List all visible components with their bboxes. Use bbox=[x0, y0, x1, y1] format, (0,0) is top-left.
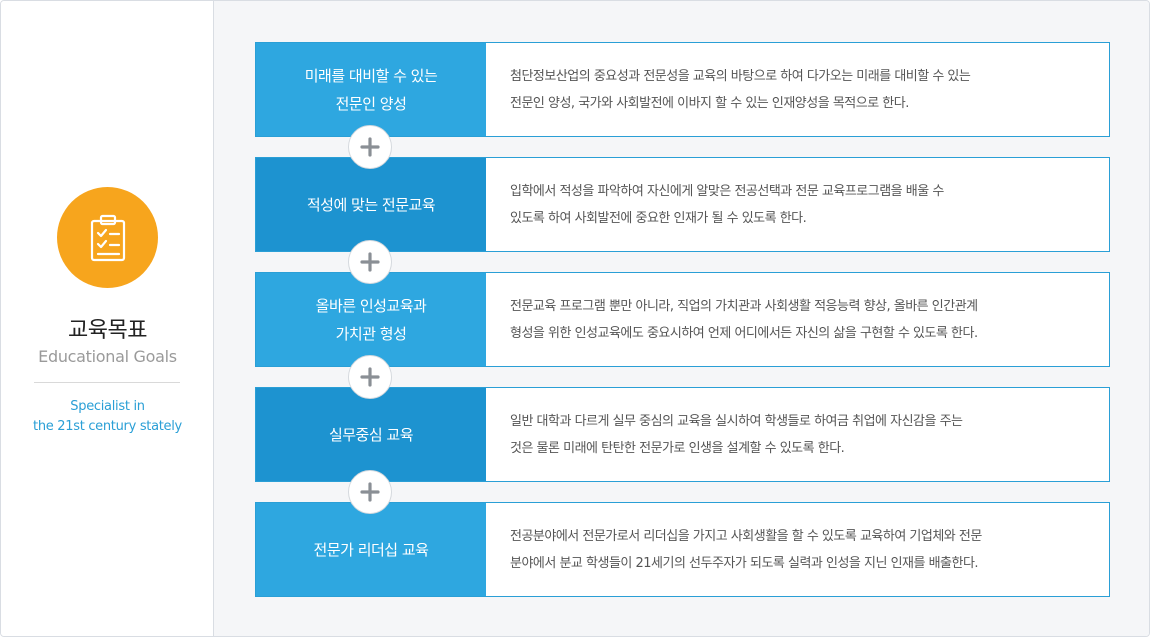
goal-label: 전문가 리더십 교육 bbox=[256, 503, 486, 596]
goal-label-line-1: 올바른 인성교육과 bbox=[315, 296, 427, 315]
goal-description: 일반 대학과 다르게 실무 중심의 교육을 실시하여 학생들로 하여금 취업에 … bbox=[486, 388, 1109, 481]
goal-desc-line-2: 있도록 하여 사회발전에 중요한 인재가 될 수 있도록 한다. bbox=[510, 210, 807, 226]
page-title-english: Educational Goals bbox=[38, 347, 177, 366]
plus-connector bbox=[348, 355, 392, 399]
goal-label-line-1: 실무중심 교육 bbox=[328, 425, 414, 444]
goal-label-line-2: 가치관 형성 bbox=[335, 324, 407, 343]
goal-label: 실무중심 교육 bbox=[256, 388, 486, 481]
goal-item: 적성에 맞는 전문교육 입학에서 적성을 파악하여 자신에게 알맞은 전공선택과… bbox=[255, 157, 1110, 252]
goal-description: 전공분야에서 전문가로서 리더십을 가지고 사회생활을 할 수 있도록 교육하여… bbox=[486, 503, 1109, 596]
plus-icon bbox=[360, 137, 380, 157]
sidebar-panel: 교육목표 Educational Goals Specialist in the… bbox=[1, 1, 214, 636]
goal-label-line-2: 전문인 양성 bbox=[335, 94, 407, 113]
goal-label-line-1: 적성에 맞는 전문교육 bbox=[306, 195, 436, 214]
goal-description: 첨단정보산업의 중요성과 전문성을 교육의 바탕으로 하여 다가오는 미래를 대… bbox=[486, 43, 1109, 136]
plus-connector bbox=[348, 470, 392, 514]
subtitle-line-1: Specialist in bbox=[70, 399, 145, 414]
page-title: 교육목표 bbox=[68, 318, 147, 343]
goal-desc-line-2: 분야에서 분교 학생들이 21세기의 선두주자가 되도록 실력과 인성을 지닌 … bbox=[510, 555, 979, 571]
plus-icon bbox=[360, 252, 380, 272]
goal-desc-line-1: 일반 대학과 다르게 실무 중심의 교육을 실시하여 학생들로 하여금 취업에 … bbox=[510, 413, 963, 429]
goal-description: 전문교육 프로그램 뿐만 아니라, 직업의 가치관과 사회생활 적응능력 향상,… bbox=[486, 273, 1109, 366]
goal-label: 올바른 인성교육과 가치관 형성 bbox=[256, 273, 486, 366]
goal-desc-line-2: 것은 물론 미래에 탄탄한 전문가로 인생을 설계할 수 있도록 한다. bbox=[510, 440, 845, 456]
goal-item: 전문가 리더십 교육 전공분야에서 전문가로서 리더십을 가지고 사회생활을 할… bbox=[255, 502, 1110, 597]
subtitle-line-2: the 21st century stately bbox=[33, 419, 182, 434]
goal-label: 미래를 대비할 수 있는 전문인 양성 bbox=[256, 43, 486, 136]
goal-description: 입학에서 적성을 파악하여 자신에게 알맞은 전공선택과 전문 교육프로그램을 … bbox=[486, 158, 1109, 251]
clipboard-checklist-icon bbox=[90, 214, 125, 261]
goal-item: 실무중심 교육 일반 대학과 다르게 실무 중심의 교육을 실시하여 학생들로 … bbox=[255, 387, 1110, 482]
goal-desc-line-1: 전문교육 프로그램 뿐만 아니라, 직업의 가치관과 사회생활 적응능력 향상,… bbox=[510, 298, 978, 314]
plus-connector bbox=[348, 125, 392, 169]
goal-desc-line-2: 형성을 위한 인성교육에도 중요시하여 언제 어디에서든 자신의 삶을 구현할 … bbox=[510, 325, 978, 341]
goal-label: 적성에 맞는 전문교육 bbox=[256, 158, 486, 251]
goal-item: 미래를 대비할 수 있는 전문인 양성 첨단정보산업의 중요성과 전문성을 교육… bbox=[255, 42, 1110, 137]
sidebar-subtitle: Specialist in the 21st century stately bbox=[1, 397, 214, 437]
goal-item: 올바른 인성교육과 가치관 형성 전문교육 프로그램 뿐만 아니라, 직업의 가… bbox=[255, 272, 1110, 367]
goal-label-line-1: 미래를 대비할 수 있는 bbox=[304, 66, 438, 85]
goal-desc-line-2: 전문인 양성, 국가와 사회발전에 이바지 할 수 있는 인재양성을 목적으로 … bbox=[510, 95, 909, 111]
plus-icon bbox=[360, 367, 380, 387]
sidebar-divider bbox=[34, 382, 180, 383]
plus-icon bbox=[360, 482, 380, 502]
goal-label-line-1: 전문가 리더십 교육 bbox=[313, 540, 429, 559]
goal-desc-line-1: 전공분야에서 전문가로서 리더십을 가지고 사회생활을 할 수 있도록 교육하여… bbox=[510, 528, 982, 544]
goal-desc-line-1: 첨단정보산업의 중요성과 전문성을 교육의 바탕으로 하여 다가오는 미래를 대… bbox=[510, 68, 971, 84]
plus-connector bbox=[348, 240, 392, 284]
goal-desc-line-1: 입학에서 적성을 파악하여 자신에게 알맞은 전공선택과 전문 교육프로그램을 … bbox=[510, 183, 944, 199]
goals-badge bbox=[57, 187, 158, 288]
